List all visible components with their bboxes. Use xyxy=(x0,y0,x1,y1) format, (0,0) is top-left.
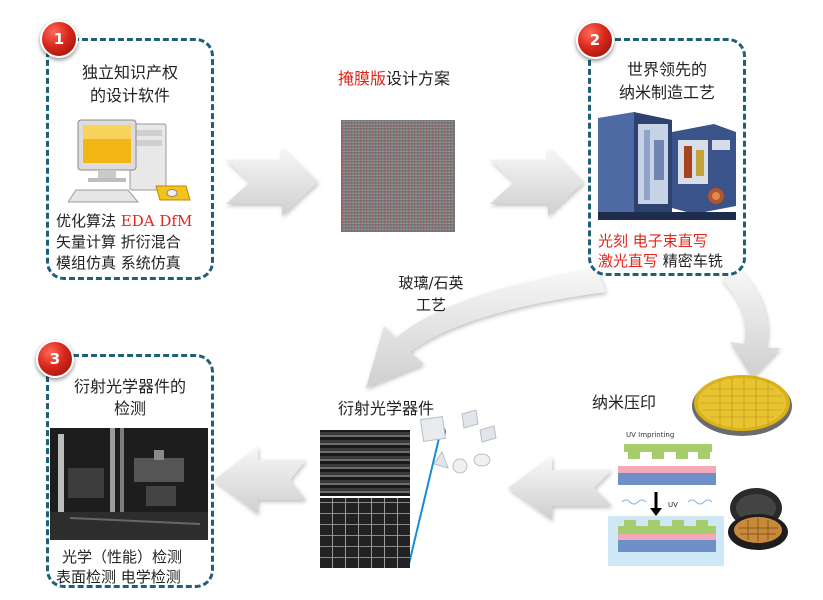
doe-label: 衍射光学器件 xyxy=(338,399,435,418)
arrow-curved-wafer xyxy=(722,268,780,378)
glass-label-line1: 玻璃/石英 xyxy=(398,274,464,292)
badge-3: 3 xyxy=(36,340,74,378)
box2-title-line1: 世界领先的 xyxy=(626,60,707,79)
mask-pattern-image xyxy=(342,121,454,231)
machine-illustration xyxy=(594,110,740,222)
box3-row1: 光学（性能）检测 xyxy=(62,548,183,566)
box1-row1: 优化算法 EDA DfM xyxy=(56,210,192,232)
box1-title-line1: 独立知识产权 xyxy=(81,63,178,82)
badge-1: 1 xyxy=(40,20,78,58)
optics-pieces xyxy=(420,409,497,474)
box2-title-line2: 纳米制造工艺 xyxy=(618,83,715,102)
arrow-right-1 xyxy=(226,148,318,216)
box2-row2-rest: 精密车铣 xyxy=(662,252,723,270)
box3-title-line1: 衍射光学器件的 xyxy=(73,377,186,396)
doe-sem-image-bottom xyxy=(320,498,410,568)
computer-illustration xyxy=(68,114,192,208)
wafer-image xyxy=(690,366,794,438)
doe-sem-image-top xyxy=(320,430,410,496)
uv-imprint-diagram: UV Imprinting UV xyxy=(608,430,724,566)
badge-2: 2 xyxy=(576,21,614,59)
box1-row2: 矢量计算 折衍混合 xyxy=(56,233,181,251)
pointer-line xyxy=(407,433,441,569)
uv-title: UV Imprinting xyxy=(626,431,675,439)
arrow-left-inspect xyxy=(214,446,306,514)
box3-title-line2: 检测 xyxy=(113,399,146,418)
waffle-iron-image xyxy=(724,478,792,558)
nano-imprint-label: 纳米压印 xyxy=(592,393,657,412)
box2-row1: 光刻 电子束直写 xyxy=(598,232,708,250)
arrow-curved-glass xyxy=(366,268,606,388)
mask-title-rest: 设计方案 xyxy=(386,69,451,88)
box2-row2: 激光直写 精密车铣 xyxy=(598,250,723,272)
glass-label-line2: 工艺 xyxy=(415,296,446,314)
box1-row1-a: 优化算法 xyxy=(56,212,117,230)
arrow-left-imprint xyxy=(508,456,612,520)
uv-label: UV xyxy=(668,501,678,509)
mask-title: 掩膜版设计方案 xyxy=(338,68,450,90)
arrow-right-2 xyxy=(490,148,584,216)
box3-row2: 表面检测 电学检测 xyxy=(56,568,181,586)
box1-row3: 模组仿真 系统仿真 xyxy=(56,254,181,272)
mask-title-red: 掩膜版 xyxy=(338,69,387,88)
box2-row2-red: 激光直写 xyxy=(598,252,659,270)
lab-setup-photo xyxy=(50,428,208,540)
box1-title-line2: 的设计软件 xyxy=(89,86,170,105)
box1-row1-b: EDA DfM xyxy=(120,212,193,230)
